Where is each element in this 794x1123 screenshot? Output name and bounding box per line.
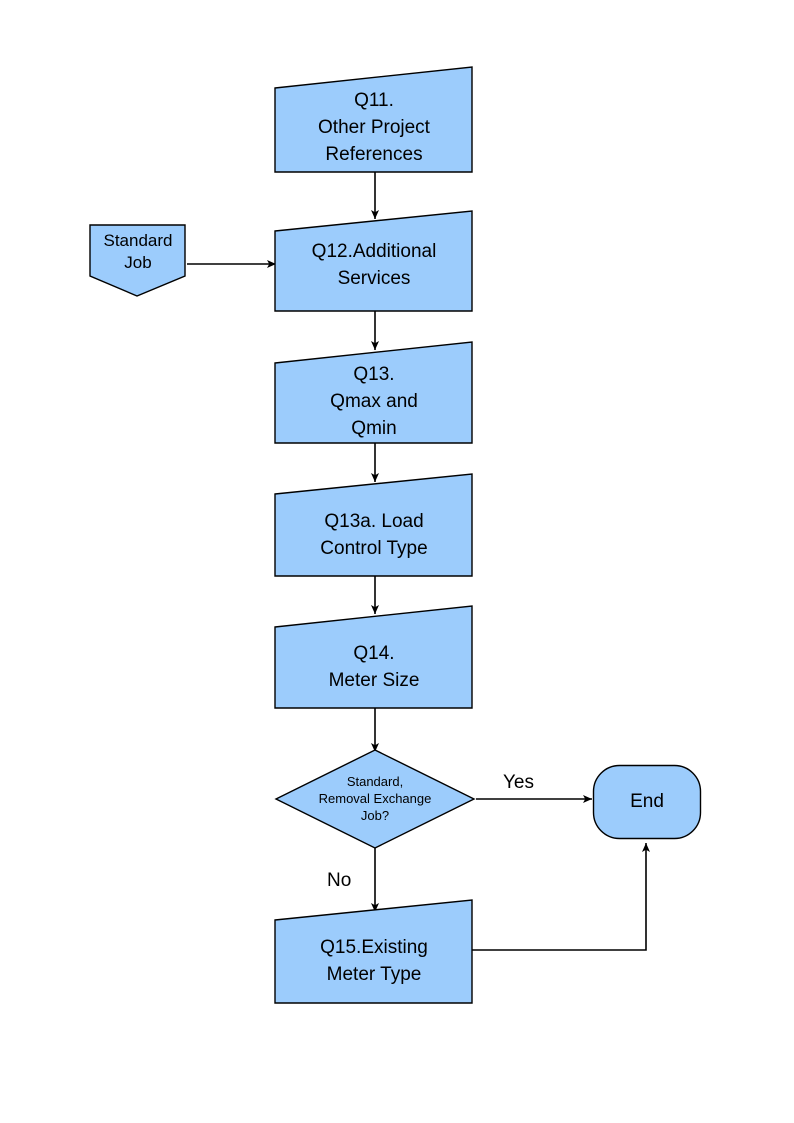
node-q13[interactable]: Q13. Qmax and Qmin	[274, 338, 474, 446]
standard-job-shape	[89, 224, 186, 297]
node-q11[interactable]: Q11. Other Project References	[274, 60, 474, 175]
q11-shape	[274, 66, 473, 173]
edge-q15-to-end	[472, 843, 650, 951]
q12-shape	[274, 210, 473, 312]
node-q14[interactable]: Q14. Meter Size	[274, 602, 474, 711]
q14-shape	[274, 605, 473, 709]
node-end[interactable]: End	[592, 764, 702, 840]
end-shape	[592, 764, 702, 840]
q15-shape	[274, 899, 473, 1004]
node-standard-job[interactable]: Standard Job	[89, 224, 187, 298]
node-q12[interactable]: Q12.Additional Services	[274, 208, 474, 314]
node-decision[interactable]: Standard, Removal Exchange Job?	[274, 749, 476, 850]
edge-label-yes: Yes	[503, 772, 534, 793]
edge-label-no: No	[327, 870, 352, 891]
node-q13a[interactable]: Q13a. Load Control Type	[274, 470, 474, 579]
node-q15[interactable]: Q15.Existing Meter Type	[274, 896, 474, 1006]
q13-shape	[274, 341, 473, 444]
decision-shape	[274, 749, 476, 849]
q13a-shape	[274, 473, 473, 577]
